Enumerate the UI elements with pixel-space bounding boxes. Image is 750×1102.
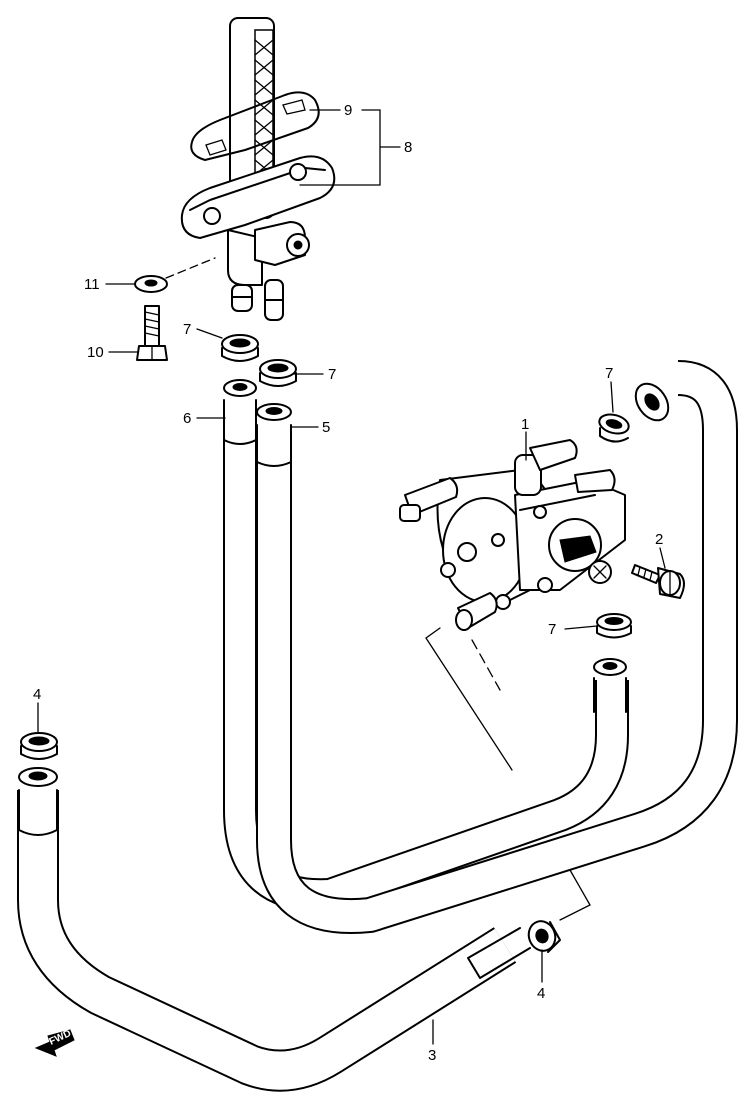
callout-7-d: 7 xyxy=(548,621,556,638)
callout-6: 6 xyxy=(183,410,191,427)
callout-leaders xyxy=(37,109,666,1045)
callout-7-c: 7 xyxy=(605,365,613,382)
callout-4-a: 4 xyxy=(33,686,41,703)
clamp-4-a xyxy=(20,732,58,760)
hose-3 xyxy=(17,767,531,1092)
bolt-2 xyxy=(631,564,685,599)
callout-2: 2 xyxy=(655,531,663,548)
washer-11 xyxy=(134,257,216,293)
clamp-7-b xyxy=(259,359,297,387)
clamp-7-c xyxy=(598,413,630,443)
hose-5 xyxy=(256,360,738,934)
bolt-10 xyxy=(136,305,168,361)
callout-9: 9 xyxy=(344,102,352,119)
callout-7-b: 7 xyxy=(328,366,336,383)
fuel-cock-assembly xyxy=(180,17,336,321)
callout-7-a: 7 xyxy=(183,321,191,338)
callout-10: 10 xyxy=(87,344,104,361)
callout-labels: 9 8 11 10 7 7 6 5 1 7 2 7 4 4 3 xyxy=(33,102,663,1064)
flange-8 xyxy=(180,155,336,239)
fuel-pump-1 xyxy=(399,439,626,631)
hose-6 xyxy=(223,379,629,913)
clamp-4-b xyxy=(527,920,561,953)
callout-11: 11 xyxy=(84,276,100,293)
callout-1: 1 xyxy=(521,416,529,433)
gasket-9 xyxy=(190,91,320,161)
callout-3: 3 xyxy=(428,1047,436,1064)
clamp-7-a xyxy=(221,334,259,362)
clamp-7-d xyxy=(596,613,632,639)
callout-8: 8 xyxy=(404,139,412,156)
assembly-leader-lines xyxy=(425,627,591,921)
fwd-direction-arrow: FWD xyxy=(34,1028,75,1057)
callout-5: 5 xyxy=(322,419,330,436)
callout-4-b: 4 xyxy=(537,985,545,1002)
